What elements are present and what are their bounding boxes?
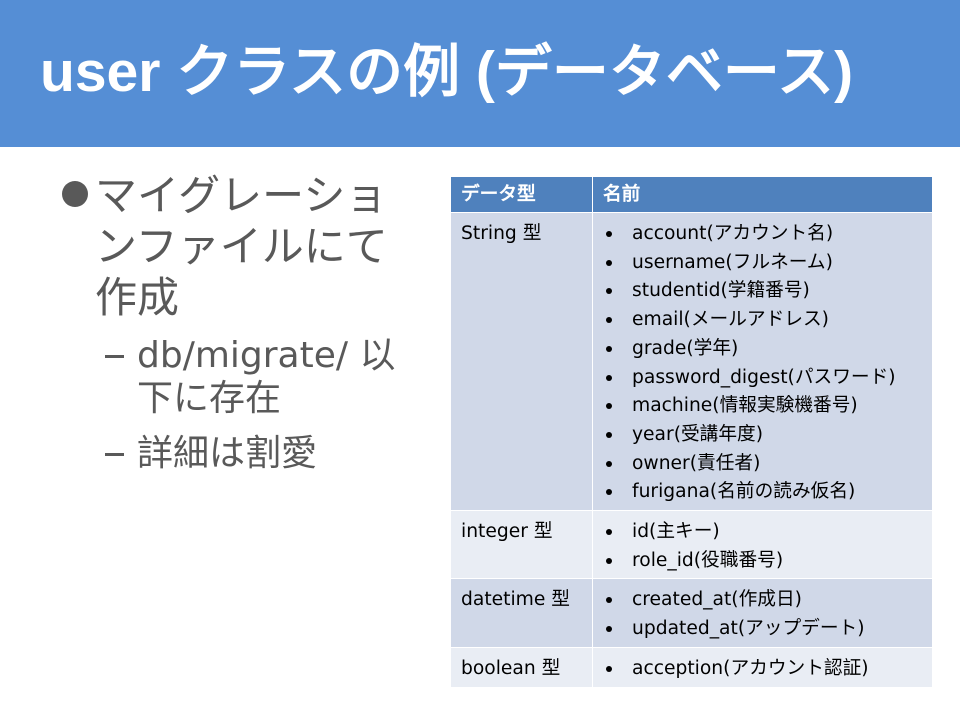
column-name-item: year(受講年度) — [603, 421, 922, 450]
sub-bullet-item: db/migrate/ 以下に存在 — [62, 334, 408, 420]
column-name-text: password_digest(パスワード) — [632, 366, 896, 388]
header-name: 名前 — [592, 176, 933, 213]
column-name-text: username(フルネーム) — [632, 251, 833, 273]
sub-bullet-list: db/migrate/ 以下に存在 詳細は割愛 — [62, 334, 408, 475]
table-row-string-type: String 型 account(アカウント名) username(フルネーム)… — [450, 211, 933, 512]
column-name-item: owner(責任者) — [603, 450, 922, 479]
column-name-text: acception(アカウント認証) — [632, 657, 869, 679]
column-name-item: account(アカウント名) — [603, 220, 922, 249]
data-type-table: データ型 名前 String 型 account(アカウント名) usernam… — [450, 176, 933, 688]
dot-bullet-icon — [606, 626, 612, 633]
dot-bullet-icon — [606, 489, 612, 496]
column-name-text: updated_at(アップデート) — [632, 618, 865, 640]
column-names-cell: id(主キー) role_id(役職番号) — [592, 510, 933, 580]
column-name-text: furigana(名前の読み仮名) — [632, 481, 856, 503]
column-names-cell: acception(アカウント認証) — [592, 646, 933, 688]
en-dash-bullet-icon — [105, 453, 124, 456]
column-name-text: grade(学年) — [632, 337, 739, 359]
data-type-cell: String 型 — [450, 211, 593, 512]
dot-bullet-icon — [606, 460, 612, 467]
dot-bullet-icon — [606, 403, 612, 410]
en-dash-bullet-icon — [105, 355, 124, 358]
table-row-boolean-type: boolean 型 acception(アカウント認証) — [450, 646, 933, 688]
column-name-item: furigana(名前の読み仮名) — [603, 478, 922, 507]
sub-bullet-text: 詳細は割愛 — [137, 433, 318, 474]
column-name-text: account(アカウント名) — [632, 223, 834, 244]
table-header-row: データ型 名前 — [450, 176, 933, 213]
dot-bullet-icon — [606, 557, 612, 564]
dot-bullet-icon — [606, 529, 612, 536]
dot-bullet-icon — [606, 665, 612, 672]
column-name-item: id(主キー) — [603, 518, 922, 547]
column-name-text: email(メールアドレス) — [632, 309, 829, 331]
table-row-integer-type: integer 型 id(主キー) role_id(役職番号) — [450, 510, 933, 580]
table-row-datetime-type: datetime 型 created_at(作成日) updated_at(アッ… — [450, 578, 933, 648]
dot-bullet-icon — [606, 231, 612, 237]
column-names-cell: account(アカウント名) username(フルネーム) studenti… — [592, 211, 933, 512]
slide-title: user クラスの例 (データベース) — [40, 40, 854, 104]
column-names-cell: created_at(作成日) updated_at(アップデート) — [592, 578, 933, 648]
dot-bullet-icon — [606, 345, 612, 352]
column-name-text: studentid(学籍番号) — [632, 280, 810, 302]
column-name-list: created_at(作成日) updated_at(アップデート) — [603, 586, 922, 643]
column-name-item: grade(学年) — [603, 335, 922, 364]
sub-bullet-text: db/migrate/ 以下に存在 — [137, 335, 396, 419]
column-name-text: role_id(役職番号) — [632, 549, 784, 571]
column-name-list: acception(アカウント認証) — [603, 655, 922, 684]
data-type-cell: boolean 型 — [450, 646, 593, 688]
column-name-item: password_digest(パスワード) — [603, 364, 922, 393]
column-name-item: updated_at(アップデート) — [603, 615, 922, 644]
column-name-item: acception(アカウント認証) — [603, 655, 922, 684]
data-type-cell: integer 型 — [450, 510, 593, 580]
column-name-text: id(主キー) — [632, 521, 720, 543]
column-name-item: studentid(学籍番号) — [603, 277, 922, 306]
column-name-item: created_at(作成日) — [603, 586, 922, 615]
column-name-item: username(フルネーム) — [603, 249, 922, 278]
column-name-text: owner(責任者) — [632, 452, 761, 474]
column-name-list: account(アカウント名) username(フルネーム) studenti… — [603, 220, 922, 507]
dot-bullet-icon — [606, 259, 612, 266]
column-name-text: machine(情報実験機番号) — [632, 395, 858, 417]
bullet-item: マイグレーションファイルにて作成 — [62, 170, 408, 323]
bullet-text: マイグレーションファイルにて作成 — [95, 171, 388, 322]
column-name-list: id(主キー) role_id(役職番号) — [603, 518, 922, 575]
dot-bullet-icon — [606, 597, 612, 604]
dot-bullet-icon — [606, 317, 612, 324]
filled-circle-bullet-icon — [62, 181, 88, 207]
dot-bullet-icon — [606, 288, 612, 295]
data-type-cell: datetime 型 — [450, 578, 593, 648]
dot-bullet-icon — [606, 374, 612, 381]
column-name-item: machine(情報実験機番号) — [603, 392, 922, 421]
bullet-content: マイグレーションファイルにて作成 db/migrate/ 以下に存在 詳細は割愛 — [62, 170, 408, 487]
column-name-text: year(受講年度) — [632, 423, 764, 445]
dot-bullet-icon — [606, 431, 612, 438]
column-name-item: role_id(役職番号) — [603, 547, 922, 576]
table-head: データ型 名前 — [450, 176, 933, 213]
sub-bullet-item: 詳細は割愛 — [62, 432, 408, 475]
column-name-text: created_at(作成日) — [632, 589, 802, 611]
column-name-item: email(メールアドレス) — [603, 306, 922, 335]
title-bar: user クラスの例 (データベース) — [0, 0, 960, 147]
table-body: String 型 account(アカウント名) username(フルネーム)… — [450, 211, 933, 688]
header-data-type: データ型 — [450, 176, 593, 213]
